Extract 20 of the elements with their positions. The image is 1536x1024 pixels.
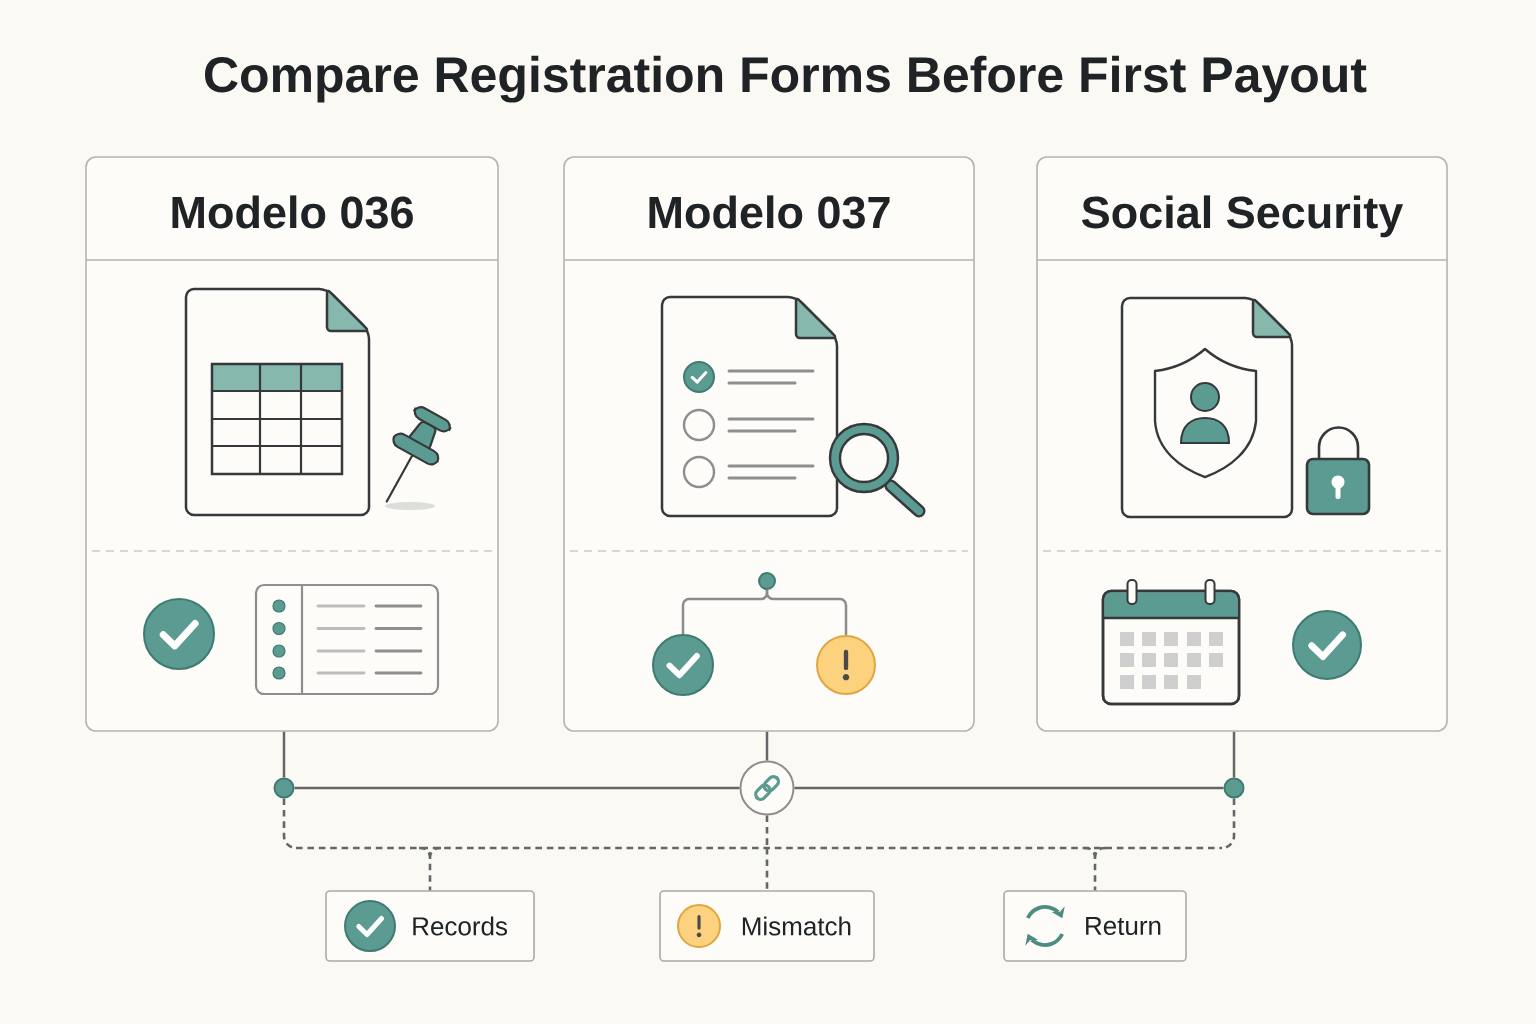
connector-line [765, 590, 848, 635]
card-heading: Modelo 036 [172, 195, 413, 229]
connector-line [1232, 731, 1236, 778]
card-heading: Modelo 037 [649, 195, 890, 229]
card-heading: Social Security [1082, 195, 1404, 238]
link-icon [739, 760, 795, 816]
dashed-connector [1082, 846, 1108, 892]
connector-line [282, 731, 286, 778]
connector-line [765, 731, 769, 761]
status-box: Mismatch [659, 890, 875, 962]
junction-dot [1223, 777, 1245, 799]
check-icon [652, 634, 714, 696]
junction-dot [273, 777, 295, 799]
junction-dot [758, 572, 776, 590]
connector-line [294, 786, 740, 790]
connector-line [794, 786, 1224, 790]
title: Compare Registration Forms Before First Payout [205, 55, 1367, 103]
dashed-connector [417, 846, 443, 892]
warning-icon [816, 635, 876, 695]
status-box: Return [1003, 890, 1187, 962]
